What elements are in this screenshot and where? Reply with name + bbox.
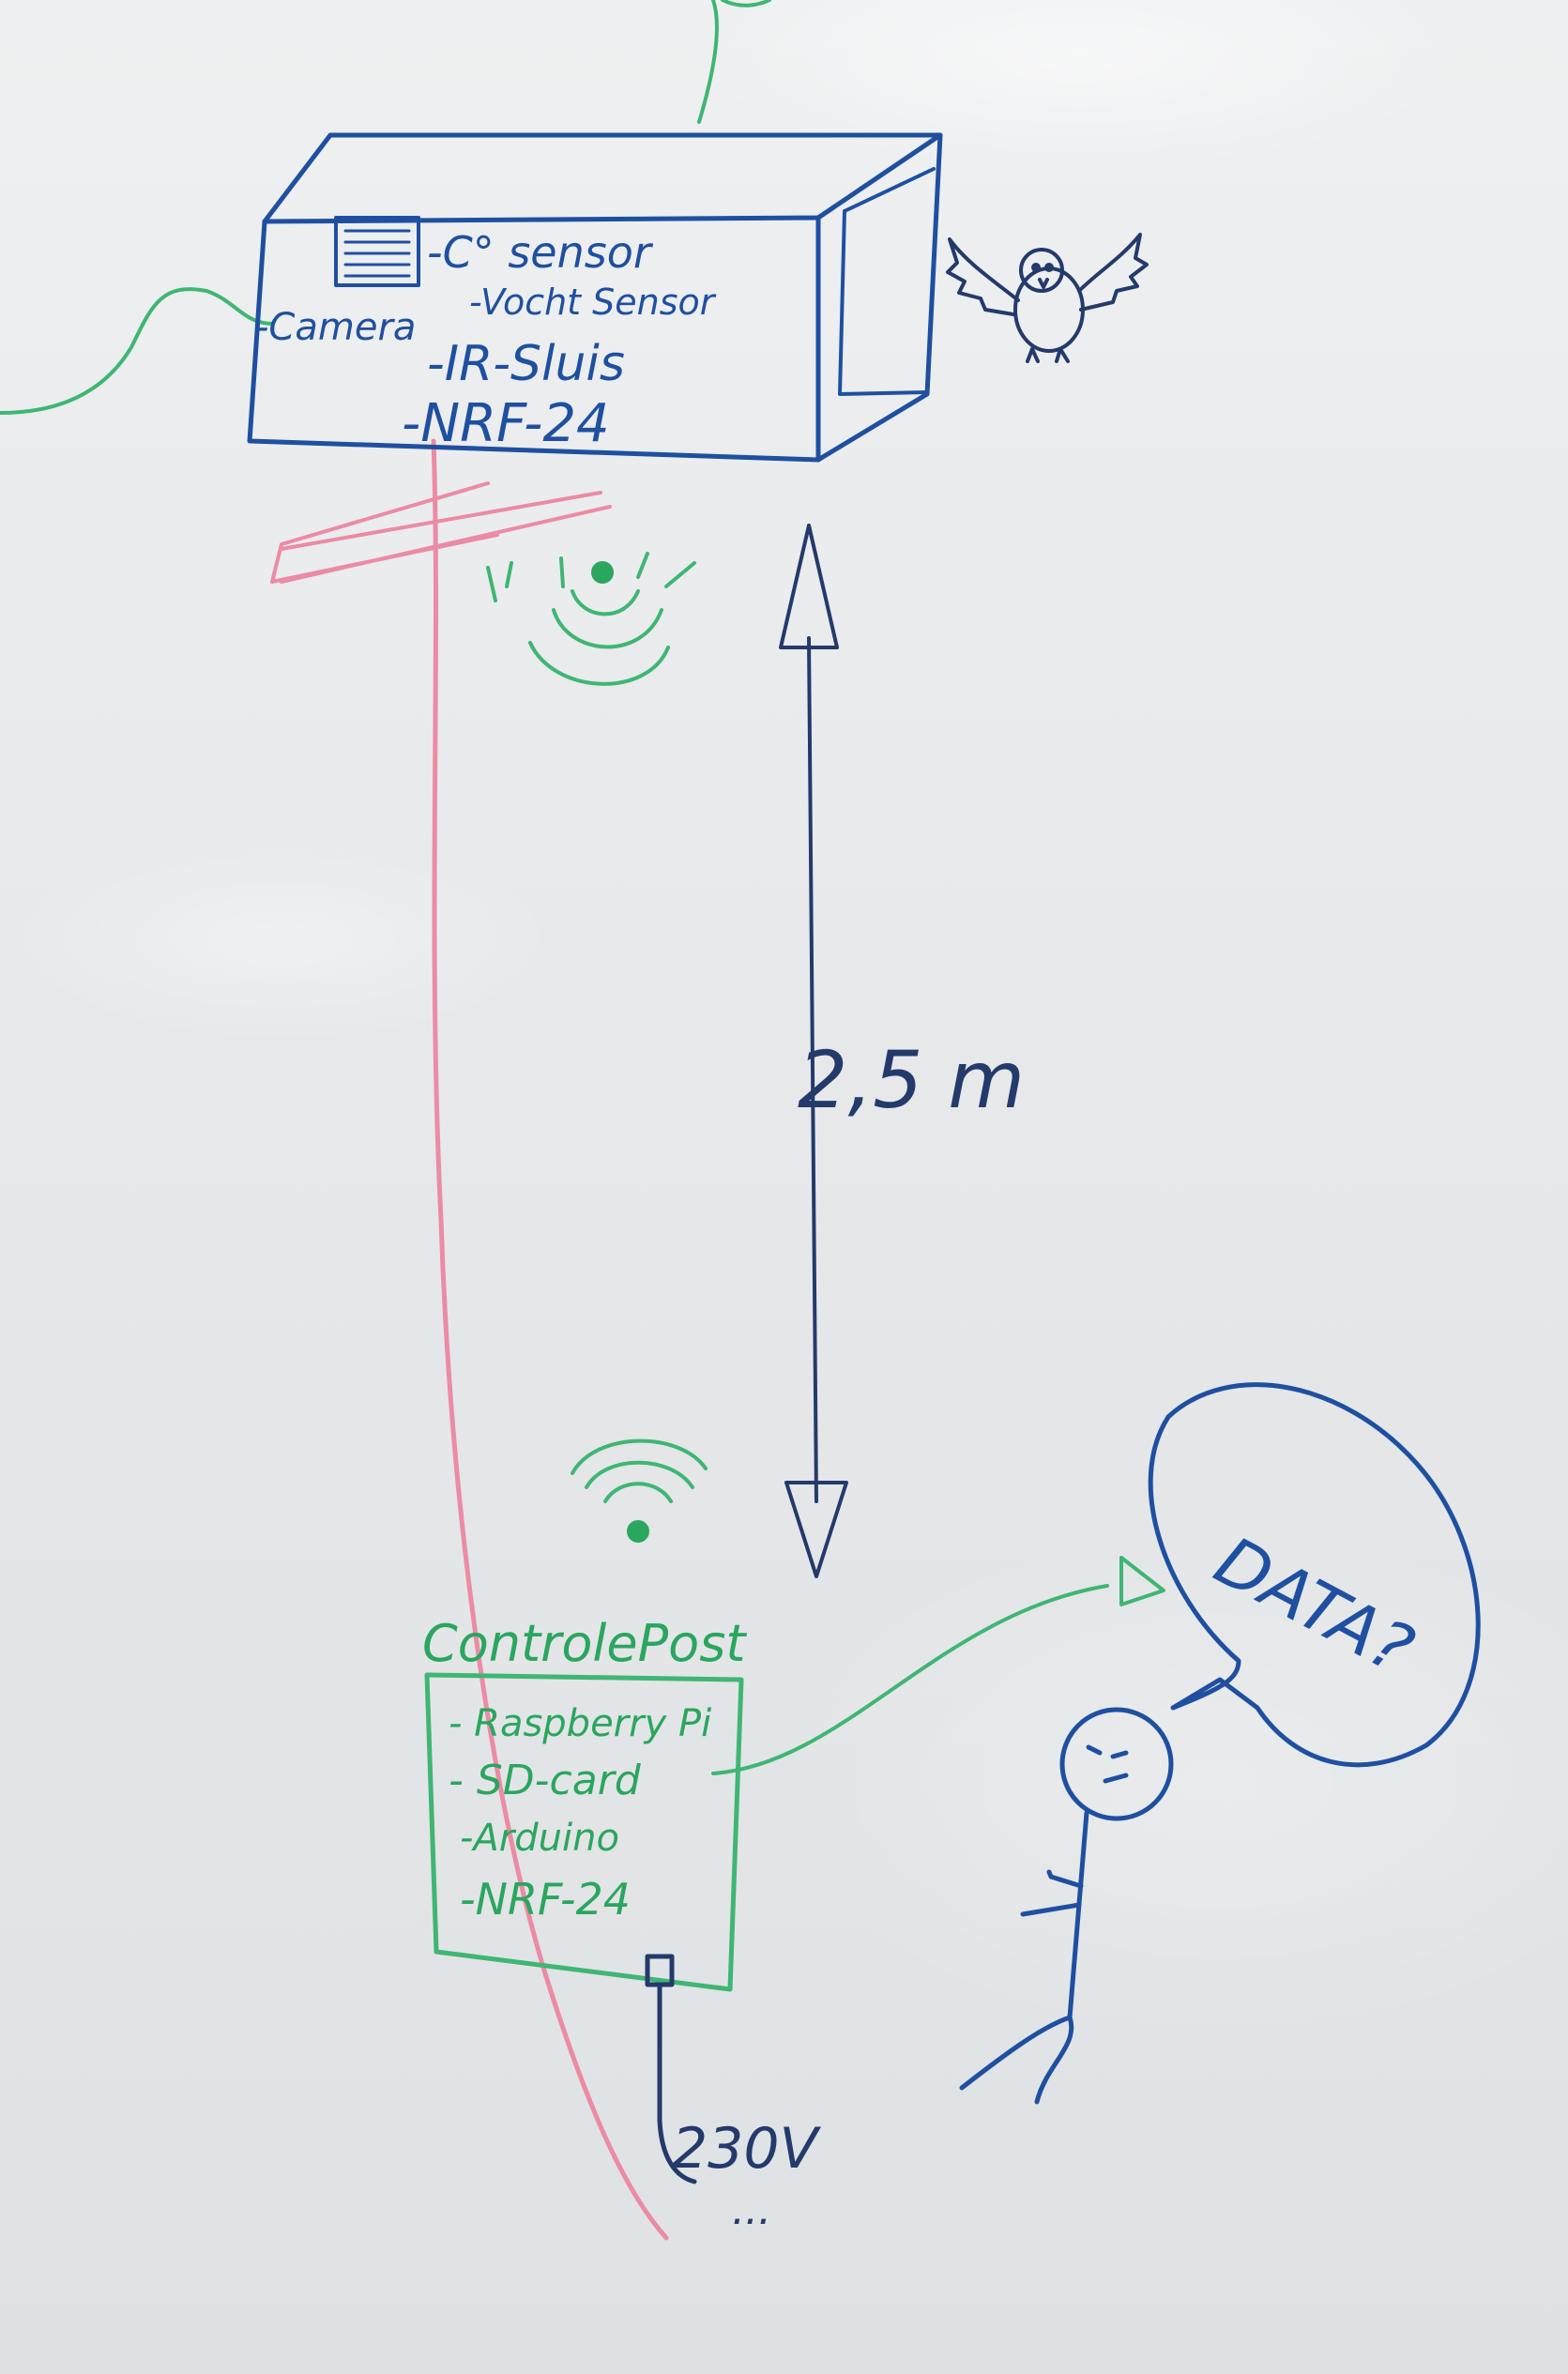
- person-icon: [959, 1707, 1174, 2105]
- cable-top: [697, 0, 719, 124]
- data-arrow: [711, 1584, 1109, 1775]
- wifi-signal-icon: [486, 552, 696, 686]
- control-post-item-nrf: -NRF-24: [460, 1874, 631, 1925]
- nestbox-item-ir: -IR-Sluis: [427, 336, 625, 392]
- nestbox-item-humidity: -Vocht Sensor: [469, 282, 717, 323]
- cable-top-right: [721, 0, 771, 8]
- pole-bracket: [270, 481, 612, 584]
- nestbox-item-camera: -Camera: [255, 306, 416, 349]
- control-post-item-sd: - SD-card: [449, 1757, 642, 1804]
- distance-label: 2,5 m: [798, 1034, 1025, 1126]
- nestbox-item-nrf: -NRF-24: [402, 393, 610, 454]
- nest-box: [247, 132, 943, 463]
- distance-arrow: [779, 524, 848, 1578]
- cable-left: [0, 287, 274, 415]
- control-post-item-pi: - Raspberry Pi: [449, 1702, 711, 1745]
- wifi-signal-icon: [571, 1438, 708, 1543]
- power-cable: [645, 1954, 697, 2184]
- control-post-title: ControlePost: [422, 1614, 747, 1673]
- control-post-item-arduino: -Arduino: [460, 1817, 619, 1860]
- control-post-box: [424, 1672, 744, 1992]
- nestbox-item-temp: -C° sensor: [427, 227, 654, 278]
- power-label: 230V: [672, 2116, 822, 2182]
- bird-icon: [946, 233, 1149, 363]
- data-arrow-head: [1119, 1556, 1165, 1606]
- vent-grille-icon: [334, 216, 420, 287]
- thought-bubble-icon: [1148, 1382, 1481, 1768]
- pole-line: [431, 438, 669, 2241]
- power-trail: ...: [732, 2186, 771, 2234]
